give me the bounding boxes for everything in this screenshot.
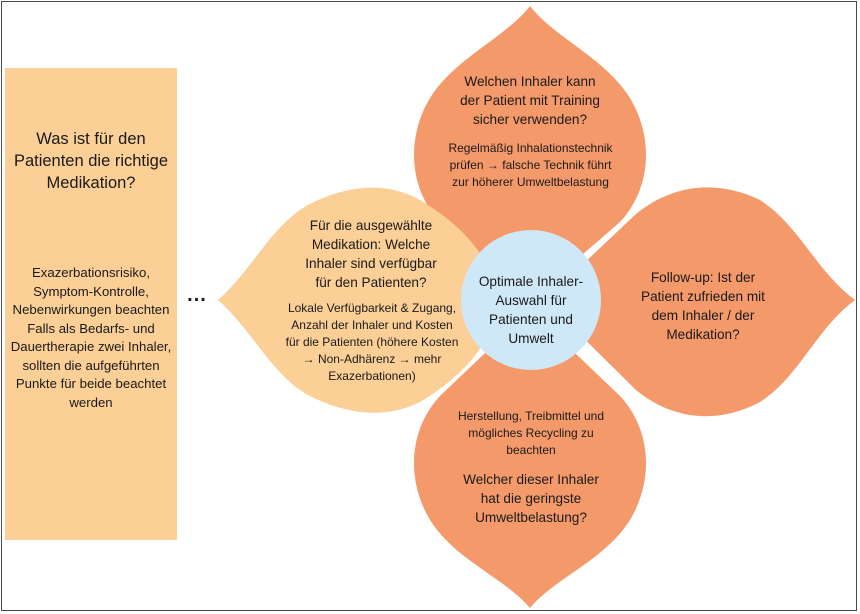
center-circle	[461, 230, 601, 370]
petal-bottom-note: Herstellung, Treibmittel und mögliches R…	[457, 409, 605, 457]
petal-bottom	[413, 310, 647, 608]
petal-right	[545, 187, 855, 417]
petal-top	[413, 6, 647, 300]
petal-top-note: Regelmäßig Inhalationstechnik prüfen → f…	[448, 141, 613, 189]
petal-left-note: Lokale Verfügbarkeit & Zugang, Anzahl de…	[285, 301, 459, 383]
center-label: Optimale Inhaler-Auswahl für Patienten u…	[478, 274, 584, 346]
medication-details: Exazerbationsrisiko, Symptom-Kontrolle, …	[9, 264, 173, 412]
medication-details-text: Exazerbationsrisiko, Symptom-Kontrolle, …	[10, 265, 172, 410]
ellipsis-connector: ...	[187, 284, 207, 306]
petal-left	[218, 187, 495, 413]
petal-left-question: Für die ausgewählte Medikation: Welche I…	[305, 218, 437, 290]
petal-top-question: Welchen Inhaler kann der Patient mit Tra…	[460, 74, 600, 127]
medication-question: Was ist für den Patienten die richtige M…	[13, 130, 169, 192]
petal-bottom-question: Welcher dieser Inhaler hat die geringste…	[463, 472, 599, 525]
medication-question-box: Was ist für den Patienten die richtige M…	[5, 68, 177, 540]
petal-right-question: Follow-up: Ist der Patient zufrieden mit…	[641, 270, 765, 342]
